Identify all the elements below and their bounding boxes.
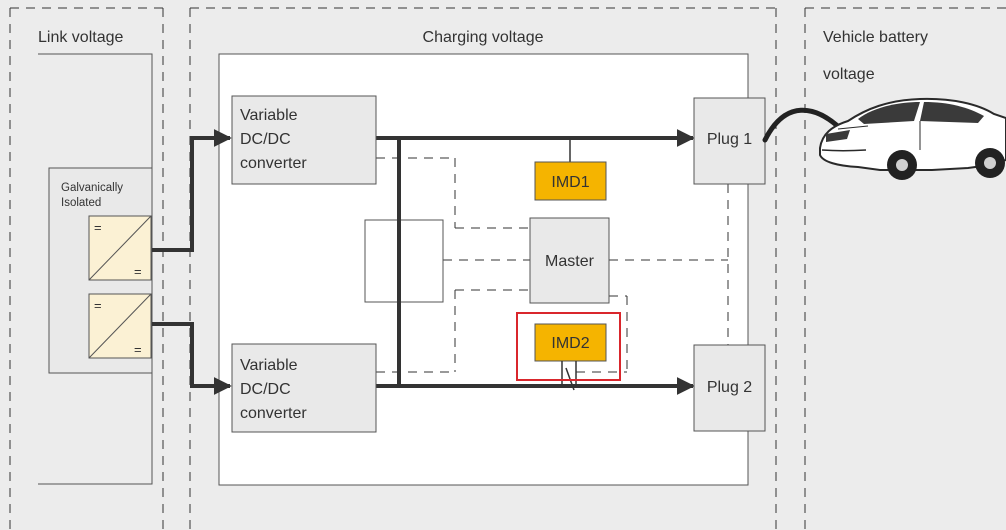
car-icon [819,97,1006,180]
zone-label-link-voltage: Link voltage [38,29,123,46]
master-controller: Master [529,217,610,304]
converter-top-output-symbol: = [134,264,142,279]
variable-dcdc-converter-bottom: Variable DC/DC converter [231,343,377,433]
plug2: Plug 2 [693,344,766,432]
zone-label-vehicle-battery-line1: Vehicle battery [823,29,928,46]
converter-top-line3: converter [240,155,307,172]
isolated-converter-bottom: = = [88,293,152,359]
plug1-label: Plug 1 [707,131,752,148]
zone-separators [9,7,1006,530]
converter-bottom-line1: Variable [240,357,298,374]
converter-top-input-symbol: = [94,220,102,235]
isolated-label-line1: Galvanically [61,182,123,194]
imd2-device: IMD2 [534,323,607,391]
converter-bottom-output-symbol: = [134,342,142,357]
imd2-label: IMD2 [551,335,589,352]
bus-coupling-block [364,219,444,303]
master-label: Master [545,253,595,270]
imd1-device: IMD1 [534,161,607,201]
bus-top-input [152,129,232,252]
zone-label-vehicle-battery-line2: voltage [823,66,875,83]
converter-bottom-line3: converter [240,405,307,422]
imd1-label: IMD1 [551,174,589,191]
converter-top-line2: DC/DC [240,131,291,148]
plug1: Plug 1 [693,97,766,185]
imd2-highlight-frame [516,312,621,381]
plug2-label: Plug 2 [707,379,752,396]
isolated-converter-top: = = [88,215,152,281]
bus-bottom-input [152,322,232,395]
power-buses [152,129,695,395]
converter-bottom-line2: DC/DC [240,381,291,398]
charging-cable [762,107,845,143]
isolated-label-line2: Isolated [61,197,101,209]
converter-bottom-input-symbol: = [94,298,102,313]
variable-dcdc-converter-top: Variable DC/DC converter [231,95,377,185]
zone-label-charging-voltage: Charging voltage [423,29,544,46]
control-signal-lines [376,157,729,373]
converter-top-line1: Variable [240,107,298,124]
